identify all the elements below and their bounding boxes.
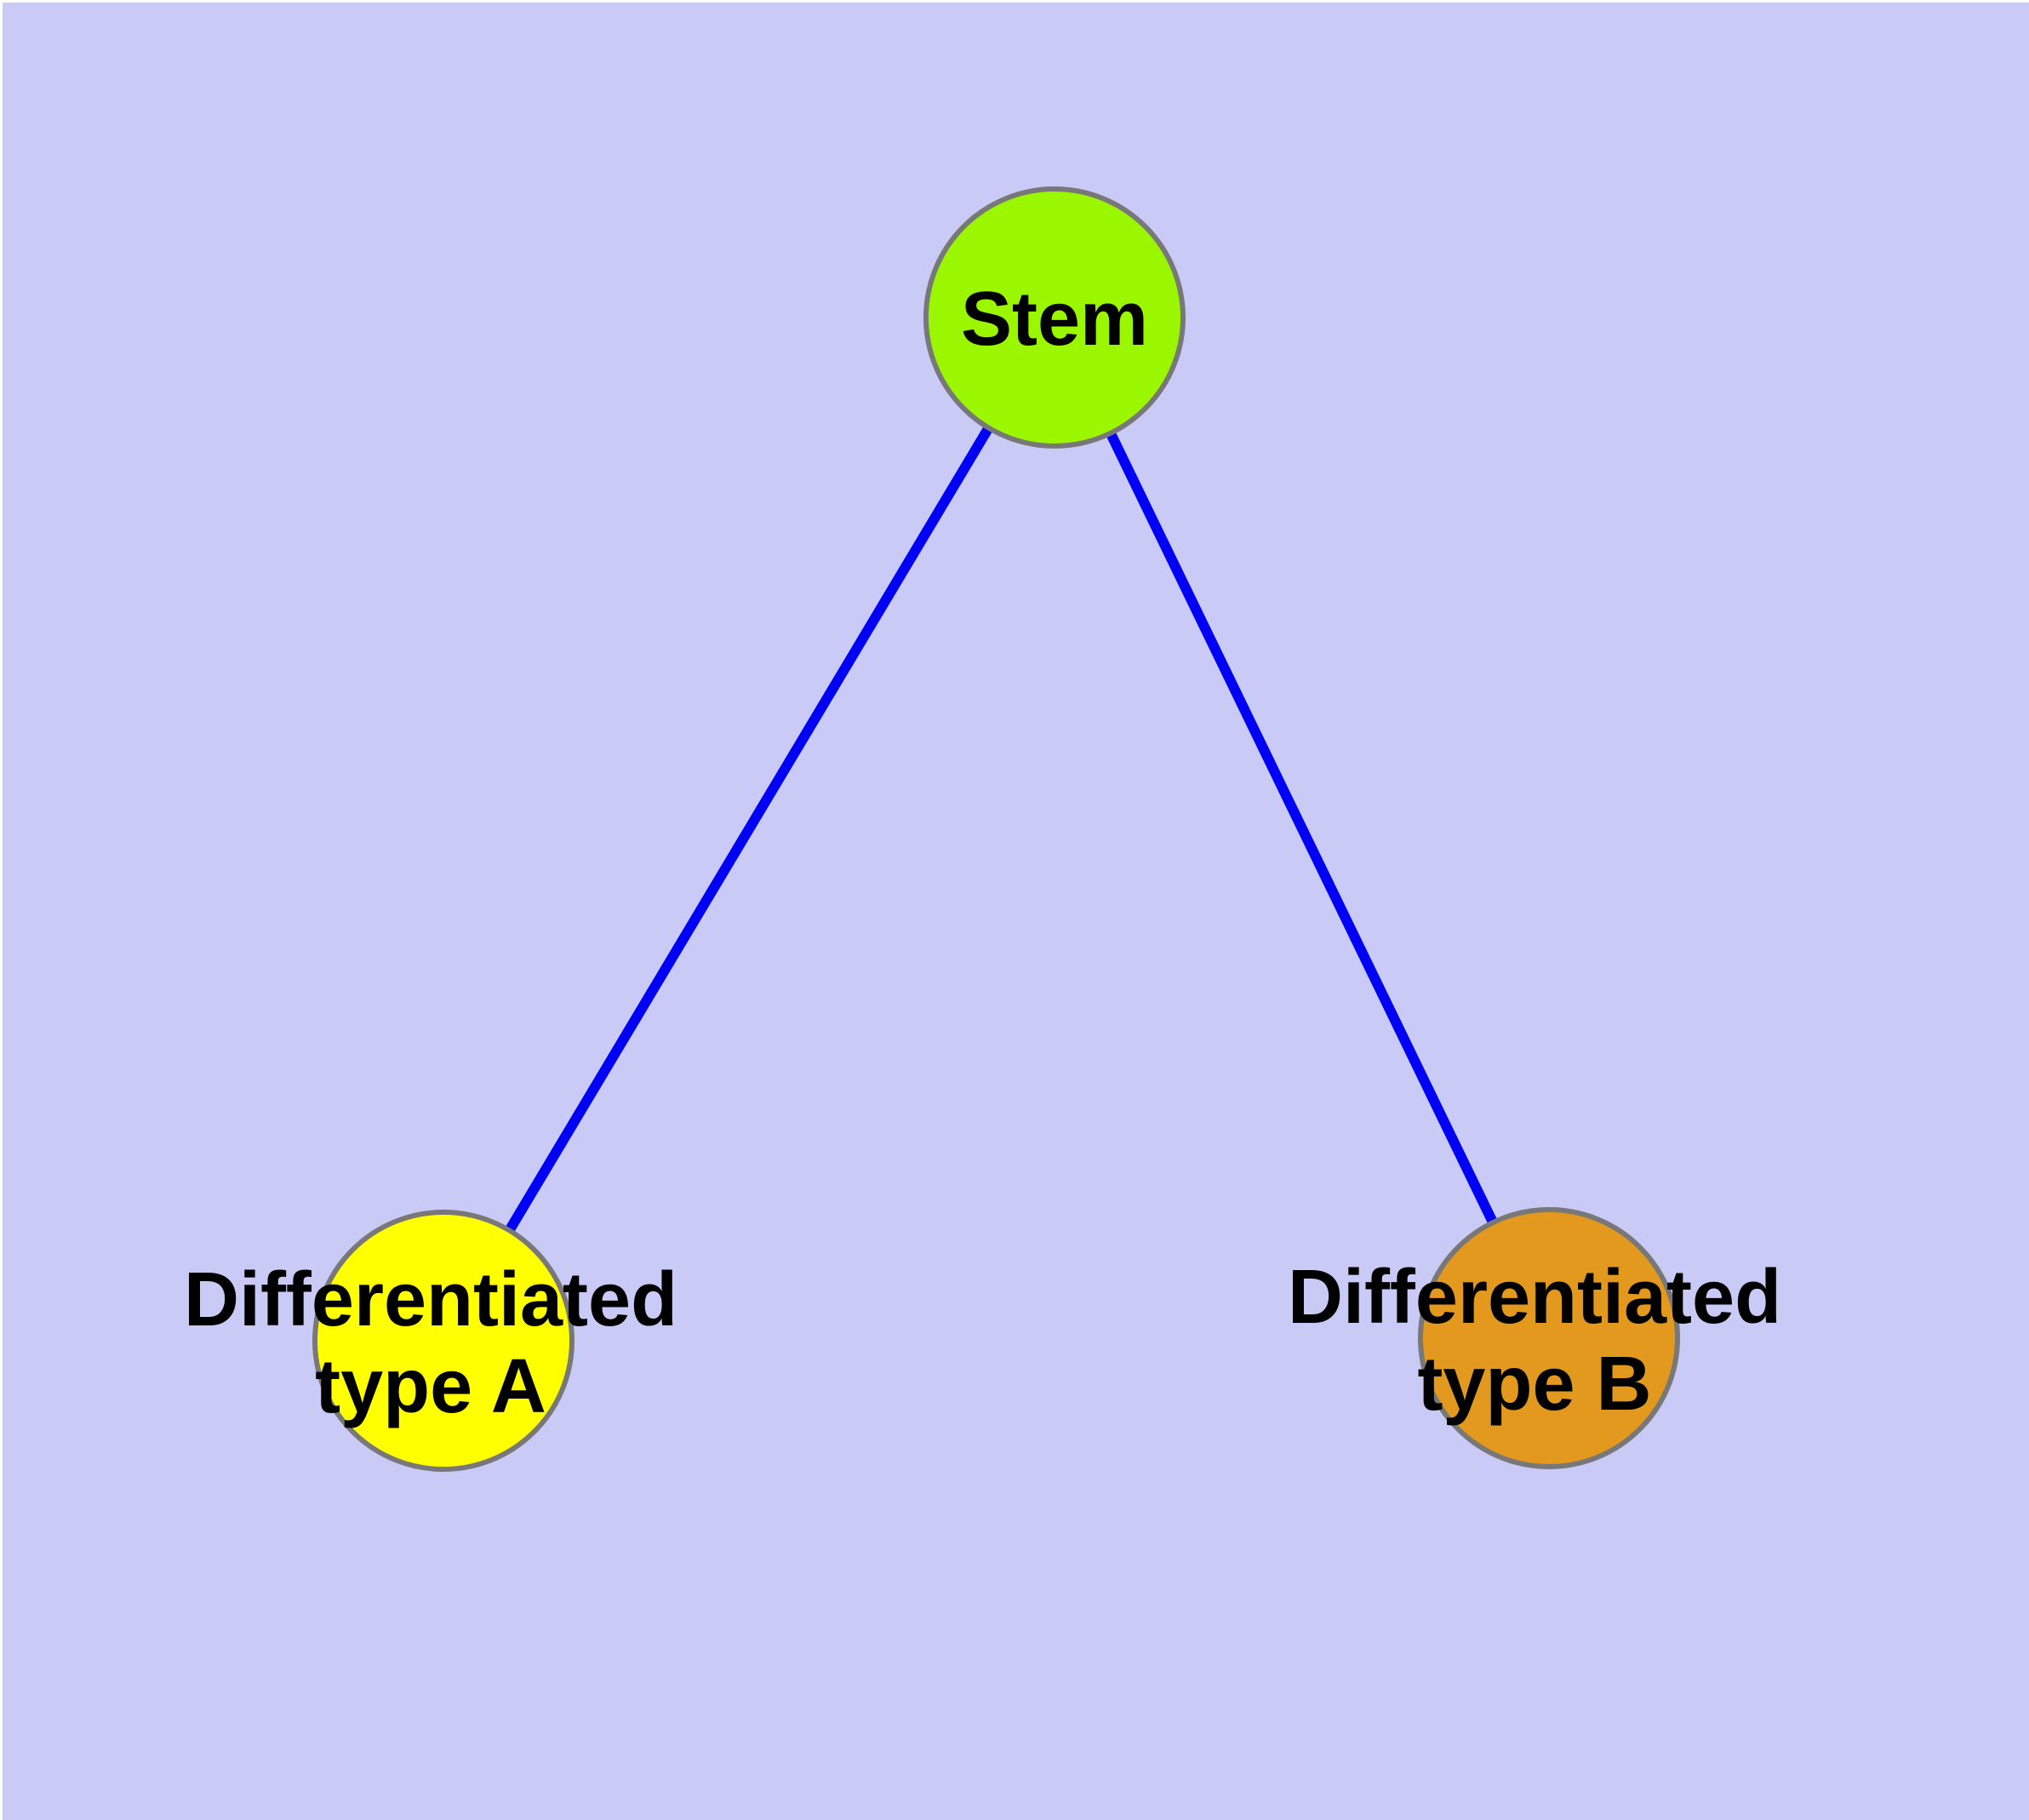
node-label-line: Stem: [960, 277, 1149, 362]
node-type-b-label: Differentiated type B: [1288, 1254, 1781, 1428]
node-label-line: type B: [1417, 1342, 1652, 1427]
node-label-line: type A: [315, 1344, 546, 1429]
edge-stem-to-type-b: [1049, 315, 1554, 1341]
node-label-line: Differentiated: [183, 1257, 678, 1342]
node-type-a-label: Differentiated type A: [184, 1256, 677, 1430]
node-stem-circle: [923, 186, 1186, 449]
node-label-line: Differentiated: [1287, 1255, 1782, 1340]
edge-stem-to-type-a: [438, 314, 1060, 1344]
node-type-b-circle: [1418, 1207, 1680, 1469]
node-type-a-circle: [312, 1210, 574, 1472]
node-stem-label: Stem: [961, 276, 1148, 363]
